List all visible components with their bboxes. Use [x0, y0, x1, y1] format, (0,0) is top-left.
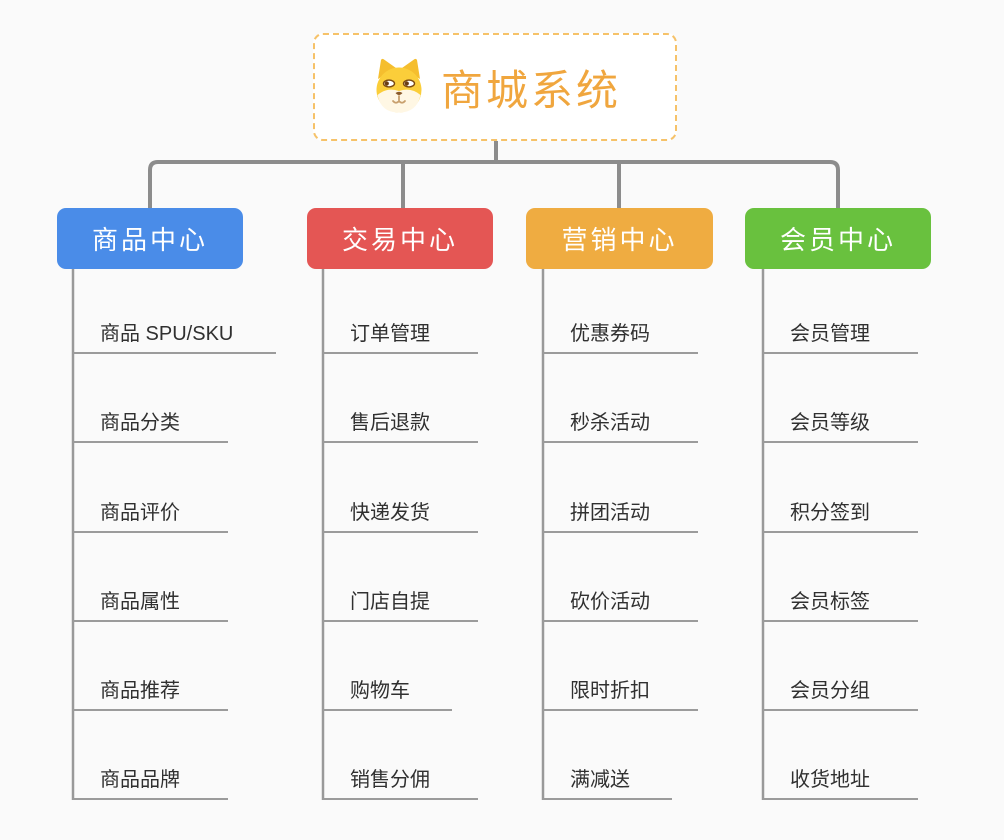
leaf-node[interactable]: 门店自提: [323, 574, 478, 622]
dog-face-icon: [369, 56, 429, 118]
leaf-node[interactable]: 快递发货: [323, 485, 478, 533]
leaf-node[interactable]: 会员等级: [763, 395, 918, 443]
branch-marketing-center[interactable]: 营销中心: [526, 208, 713, 269]
leaf-node[interactable]: 商品分类: [73, 395, 228, 443]
leaf-node[interactable]: 会员标签: [763, 574, 918, 622]
leaf-label: 限时折扣: [570, 680, 650, 702]
branch-product-center[interactable]: 商品中心: [57, 208, 243, 269]
leaf-node[interactable]: 商品 SPU/SKU: [73, 306, 276, 354]
leaf-label: 优惠券码: [570, 323, 650, 345]
leaf-label: 售后退款: [350, 412, 430, 434]
leaf-node[interactable]: 优惠券码: [543, 306, 698, 354]
leaf-node[interactable]: 购物车: [323, 663, 452, 711]
leaf-node[interactable]: 商品评价: [73, 485, 228, 533]
leaf-node[interactable]: 秒杀活动: [543, 395, 698, 443]
branch-label: 营销中心: [561, 225, 678, 255]
leaf-node[interactable]: 订单管理: [323, 306, 478, 354]
leaf-label: 满减送: [570, 769, 630, 791]
root-node[interactable]: 商城系统: [313, 33, 677, 141]
leaf-label: 会员等级: [790, 412, 870, 434]
leaf-node[interactable]: 会员分组: [763, 663, 918, 711]
leaf-label: 购物车: [350, 680, 410, 702]
leaf-label: 砍价活动: [570, 591, 650, 613]
leaf-node[interactable]: 积分签到: [763, 485, 918, 533]
leaf-label: 商品推荐: [100, 680, 180, 702]
leaf-label: 门店自提: [350, 591, 430, 613]
leaf-node[interactable]: 砍价活动: [543, 574, 698, 622]
leaf-node[interactable]: 限时折扣: [543, 663, 698, 711]
leaf-label: 订单管理: [350, 323, 430, 345]
leaf-label: 收货地址: [790, 769, 870, 791]
branch-label: 会员中心: [779, 225, 896, 255]
leaf-label: 商品属性: [100, 591, 180, 613]
leaf-label: 快递发货: [350, 502, 430, 524]
leaf-label: 秒杀活动: [570, 412, 650, 434]
leaf-node[interactable]: 商品品牌: [73, 752, 228, 800]
root-title: 商城系统: [440, 66, 621, 114]
leaf-label: 商品 SPU/SKU: [100, 323, 234, 345]
branch-trade-center[interactable]: 交易中心: [307, 208, 493, 269]
leaf-label: 拼团活动: [570, 502, 650, 524]
branch-member-center[interactable]: 会员中心: [745, 208, 931, 269]
leaf-label: 会员管理: [790, 323, 870, 345]
leaf-label: 销售分佣: [350, 769, 430, 791]
leaf-label: 会员标签: [790, 591, 870, 613]
branch-label: 商品中心: [91, 225, 208, 255]
leaf-node[interactable]: 拼团活动: [543, 485, 698, 533]
leaf-label: 商品分类: [100, 412, 180, 434]
branch-label: 交易中心: [341, 225, 458, 255]
leaf-node[interactable]: 售后退款: [323, 395, 478, 443]
leaf-node[interactable]: 商品属性: [73, 574, 228, 622]
leaf-label: 商品评价: [100, 502, 180, 524]
leaf-label: 会员分组: [790, 680, 870, 702]
leaf-label: 积分签到: [790, 502, 870, 524]
leaf-node[interactable]: 销售分佣: [323, 752, 478, 800]
leaf-node[interactable]: 会员管理: [763, 306, 918, 354]
leaf-node[interactable]: 收货地址: [763, 752, 918, 800]
leaf-node[interactable]: 商品推荐: [73, 663, 228, 711]
leaf-label: 商品品牌: [100, 769, 180, 791]
leaf-node[interactable]: 满减送: [543, 752, 672, 800]
root-bus-lines: [148, 139, 840, 208]
